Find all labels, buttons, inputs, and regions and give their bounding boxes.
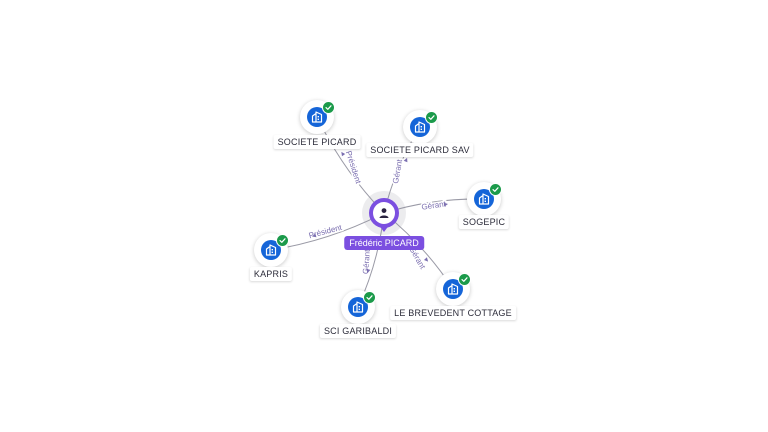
verified-check-icon — [458, 273, 471, 286]
building-icon — [474, 189, 494, 209]
edge-arrow — [341, 151, 346, 157]
building-icon — [307, 107, 327, 127]
edge-role-label: Gérant — [421, 199, 447, 211]
edge-arrow — [312, 233, 317, 238]
person-icon — [373, 202, 395, 224]
company-label[interactable]: LE BREVEDENT COTTAGE — [390, 306, 516, 320]
building-icon — [443, 279, 463, 299]
edge-arrow — [403, 157, 408, 163]
center-person-label[interactable]: Frédéric PICARD — [344, 236, 424, 250]
verified-check-icon — [322, 101, 335, 114]
company-label[interactable]: SOGEPIC — [458, 215, 510, 229]
building-icon — [348, 297, 368, 317]
edge-arrow — [443, 202, 448, 207]
edge-role-label: Gérant — [361, 249, 372, 275]
edge-role-label: Gérant — [391, 158, 404, 184]
building-icon — [410, 117, 430, 137]
edge-role-label: Président — [308, 223, 344, 241]
pin-tip — [378, 224, 390, 232]
verified-check-icon — [276, 234, 289, 247]
company-label[interactable]: KAPRIS — [249, 267, 293, 281]
company-label[interactable]: SOCIETE PICARD SAV — [366, 143, 474, 157]
edge-arrow — [423, 257, 429, 262]
verified-check-icon — [363, 291, 376, 304]
verified-check-icon — [425, 111, 438, 124]
edge-arrow — [366, 268, 371, 274]
company-label[interactable]: SOCIETE PICARD — [273, 135, 361, 149]
building-icon — [261, 240, 281, 260]
company-label[interactable]: SCI GARIBALDI — [319, 324, 397, 338]
verified-check-icon — [489, 183, 502, 196]
